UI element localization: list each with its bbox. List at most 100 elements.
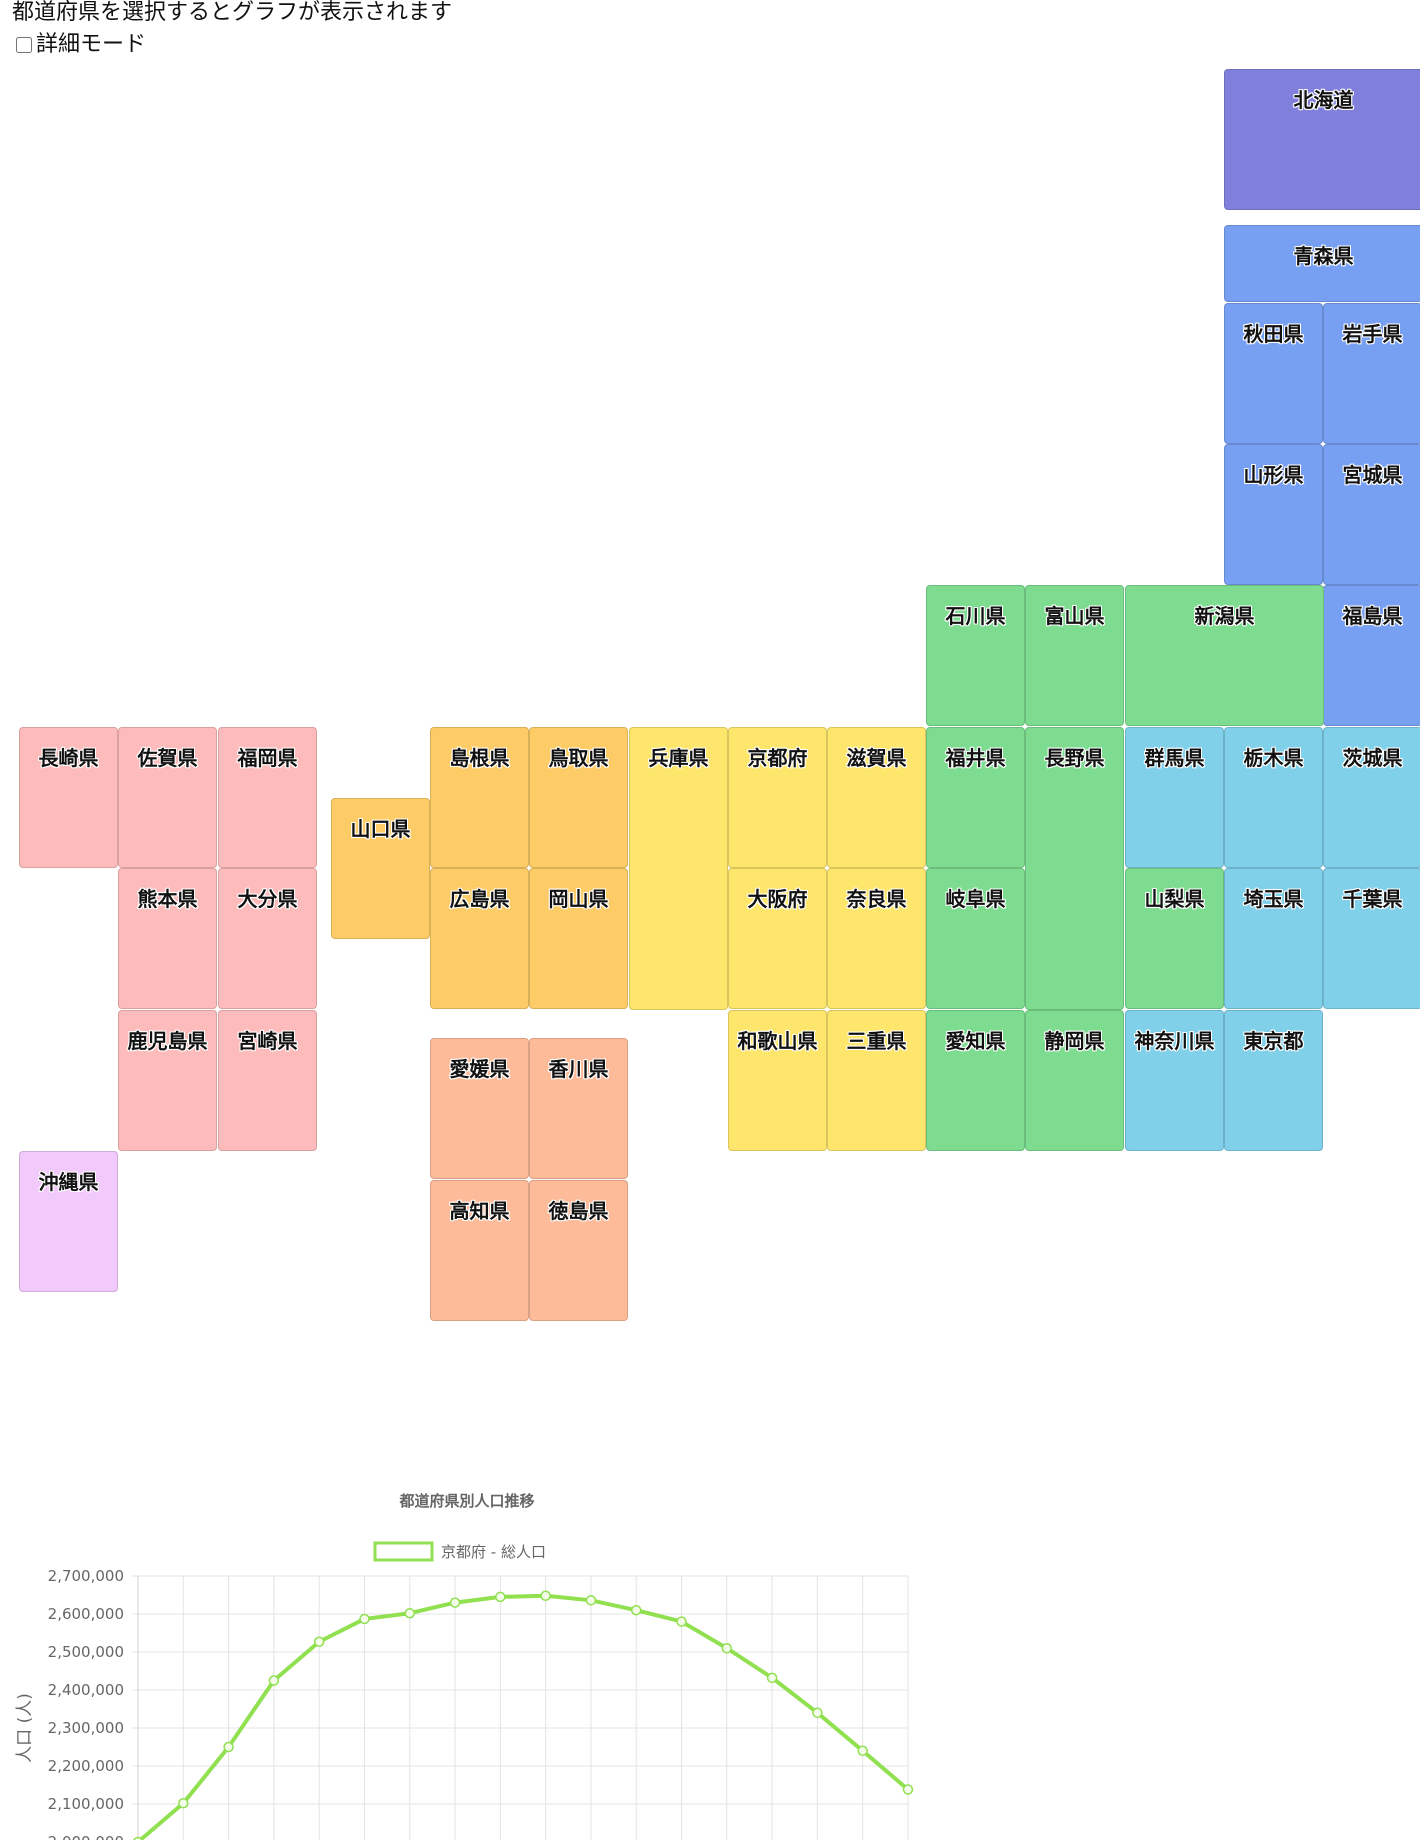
legend-swatch <box>373 1541 434 1562</box>
data-point[interactable] <box>676 1616 687 1627</box>
prefecture-tile-kagoshima[interactable]: 鹿児島県 <box>118 1010 217 1151</box>
prefecture-tile-kanagawa[interactable]: 神奈川県 <box>1125 1010 1224 1151</box>
prefecture-tile-fukushima[interactable]: 福島県 <box>1323 585 1420 726</box>
prefecture-tile-chiba[interactable]: 千葉県 <box>1323 868 1420 1009</box>
prefecture-name: 新潟県 <box>1194 604 1255 628</box>
prefecture-tile-tottori[interactable]: 鳥取県 <box>529 727 628 868</box>
prefecture-tile-nara[interactable]: 奈良県 <box>827 868 926 1009</box>
prefecture-tile-wakayama[interactable]: 和歌山県 <box>728 1010 827 1151</box>
prefecture-tile-osaka[interactable]: 大阪府 <box>728 868 827 1009</box>
y-axis-ticks: 2,700,0002,600,0002,500,0002,400,0002,30… <box>48 1567 124 1840</box>
series-line <box>137 1593 910 1840</box>
prefecture-name: 熊本県 <box>137 887 198 911</box>
chart-grid <box>132 1575 909 1840</box>
prefecture-tile-miyagi[interactable]: 宮城県 <box>1323 444 1420 585</box>
prefecture-tile-ibaraki[interactable]: 茨城県 <box>1323 727 1420 868</box>
prefecture-tile-oita[interactable]: 大分県 <box>218 868 317 1009</box>
detail-mode-toggle[interactable]: 詳細モード <box>16 32 146 58</box>
y-tick-label: 2,700,000 <box>48 1567 124 1585</box>
prefecture-name: 高知県 <box>449 1199 510 1223</box>
prefecture-name: 神奈川県 <box>1134 1029 1215 1053</box>
prefecture-tile-shiga[interactable]: 滋賀県 <box>827 727 926 868</box>
prefecture-tile-yamanashi[interactable]: 山梨県 <box>1125 868 1224 1009</box>
prefecture-tile-ishikawa[interactable]: 石川県 <box>926 585 1025 726</box>
prefecture-tile-yamaguchi[interactable]: 山口県 <box>331 798 430 939</box>
prefecture-tile-hokkaido[interactable]: 北海道 <box>1224 69 1420 210</box>
prefecture-name: 滋賀県 <box>846 746 907 770</box>
chart-legend[interactable]: 京都府 - 総人口 <box>373 1541 546 1562</box>
y-tick-label: 2,600,000 <box>48 1605 124 1623</box>
prefecture-tile-aomori[interactable]: 青森県 <box>1224 225 1420 302</box>
data-point[interactable] <box>268 1675 280 1686</box>
prefecture-tile-iwate[interactable]: 岩手県 <box>1323 303 1420 444</box>
prefecture-name: 和歌山県 <box>737 1029 818 1053</box>
chart-title: 都道府県別人口推移 <box>398 1492 534 1510</box>
prefecture-tile-kagawa[interactable]: 香川県 <box>529 1038 628 1179</box>
chart-series <box>133 1590 914 1840</box>
prefecture-tile-nagasaki[interactable]: 長崎県 <box>19 727 118 868</box>
prefecture-tile-tochigi[interactable]: 栃木県 <box>1224 727 1323 868</box>
prefecture-name: 埼玉県 <box>1243 887 1304 911</box>
prefecture-tile-mie[interactable]: 三重県 <box>827 1010 926 1151</box>
prefecture-tile-okinawa[interactable]: 沖縄県 <box>19 1151 118 1292</box>
prefecture-tile-hyogo[interactable]: 兵庫県 <box>629 727 728 1010</box>
instruction-text: 都道府県を選択するとグラフが表示されます <box>12 0 453 25</box>
prefecture-name: 大分県 <box>237 887 298 911</box>
prefecture-tile-shimane[interactable]: 島根県 <box>430 727 529 868</box>
data-point[interactable] <box>585 1595 597 1606</box>
data-point[interactable] <box>857 1745 868 1757</box>
data-point[interactable] <box>812 1707 823 1719</box>
prefecture-tile-okayama[interactable]: 岡山県 <box>529 868 628 1009</box>
prefecture-name: 群馬県 <box>1144 746 1205 770</box>
prefecture-tile-saitama[interactable]: 埼玉県 <box>1224 868 1323 1009</box>
prefecture-name: 秋田県 <box>1243 322 1304 346</box>
prefecture-name: 東京都 <box>1243 1029 1304 1053</box>
prefecture-tile-gifu[interactable]: 岐阜県 <box>926 868 1025 1009</box>
data-point[interactable] <box>404 1607 416 1619</box>
data-point[interactable] <box>313 1636 325 1647</box>
data-point[interactable] <box>495 1591 506 1603</box>
y-tick-label: 2,100,000 <box>48 1795 124 1813</box>
data-point[interactable] <box>359 1613 370 1625</box>
prefecture-name: 長野県 <box>1044 746 1105 770</box>
prefecture-name: 栃木県 <box>1243 746 1304 770</box>
data-point[interactable] <box>133 1836 143 1840</box>
prefecture-name: 鳥取県 <box>548 746 609 770</box>
prefecture-tile-shizuoka[interactable]: 静岡県 <box>1025 1010 1124 1151</box>
prefecture-tile-toyama[interactable]: 富山県 <box>1025 585 1124 726</box>
prefecture-tile-nagano[interactable]: 長野県 <box>1025 727 1124 1010</box>
prefecture-tile-hiroshima[interactable]: 広島県 <box>430 868 529 1009</box>
prefecture-name: 京都府 <box>747 746 808 770</box>
data-point[interactable] <box>721 1642 733 1654</box>
prefecture-tile-kochi[interactable]: 高知県 <box>430 1180 529 1321</box>
prefecture-tile-kumamoto[interactable]: 熊本県 <box>118 868 217 1009</box>
data-point[interactable] <box>766 1672 778 1684</box>
prefecture-name: 長崎県 <box>38 746 99 770</box>
prefecture-name: 三重県 <box>846 1029 907 1053</box>
prefecture-tile-fukuoka[interactable]: 福岡県 <box>218 727 317 868</box>
data-point[interactable] <box>630 1604 642 1616</box>
prefecture-tile-gunma[interactable]: 群馬県 <box>1125 727 1224 868</box>
prefecture-tile-ehime[interactable]: 愛媛県 <box>430 1038 529 1179</box>
prefecture-tile-niigata[interactable]: 新潟県 <box>1125 585 1324 726</box>
japan-prefecture-map: 北海道青森県秋田県岩手県山形県宮城県福島県石川県富山県新潟県長崎県佐賀県福岡県山… <box>19 69 1420 1321</box>
prefecture-tile-fukui[interactable]: 福井県 <box>926 727 1025 868</box>
data-point[interactable] <box>902 1784 914 1795</box>
prefecture-tile-saga[interactable]: 佐賀県 <box>118 727 217 868</box>
prefecture-tile-tokyo[interactable]: 東京都 <box>1224 1010 1323 1151</box>
prefecture-name: 奈良県 <box>846 887 907 911</box>
prefecture-tile-akita[interactable]: 秋田県 <box>1224 303 1323 444</box>
prefecture-name: 富山県 <box>1044 604 1105 628</box>
prefecture-tile-tokushima[interactable]: 徳島県 <box>529 1180 628 1321</box>
data-point[interactable] <box>178 1797 189 1809</box>
prefecture-name: 山形県 <box>1243 463 1304 487</box>
prefecture-tile-kyoto[interactable]: 京都府 <box>728 727 827 868</box>
prefecture-tile-miyazaki[interactable]: 宮崎県 <box>218 1010 317 1151</box>
prefecture-tile-yamagata[interactable]: 山形県 <box>1224 444 1323 585</box>
data-point[interactable] <box>449 1597 461 1608</box>
data-point[interactable] <box>223 1741 234 1753</box>
data-point[interactable] <box>540 1590 551 1602</box>
detail-mode-checkbox[interactable] <box>16 37 32 53</box>
y-tick-label: 2,500,000 <box>48 1643 124 1661</box>
prefecture-tile-aichi[interactable]: 愛知県 <box>926 1010 1025 1151</box>
